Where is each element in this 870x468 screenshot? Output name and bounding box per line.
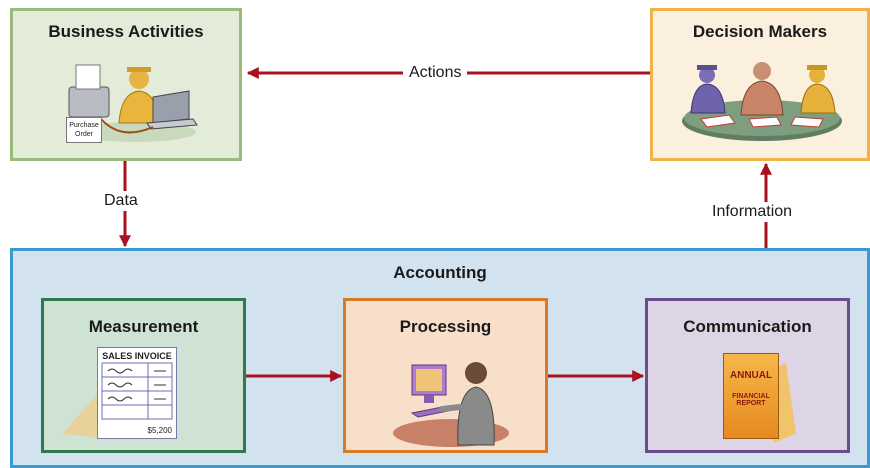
- sales-invoice-total: $5,200: [147, 426, 172, 435]
- purchase-order-line2: Order: [75, 131, 93, 138]
- measurement-box: Measurement SALES INVOICE $5,200: [41, 298, 246, 453]
- processing-title: Processing: [399, 317, 492, 336]
- communication-title: Communication: [683, 317, 812, 336]
- decision-makers-title: Decision Makers: [692, 22, 828, 41]
- data-label: Data: [98, 191, 144, 211]
- sales-invoice-header: SALES INVOICE: [102, 351, 172, 361]
- annual-report-line1: ANNUAL: [729, 370, 773, 381]
- annual-report-line3: REPORT: [736, 400, 766, 407]
- meeting-illustration: [682, 62, 842, 141]
- actions-label: Actions: [403, 63, 468, 83]
- measurement-title: Measurement: [88, 317, 199, 336]
- processing-box: Processing: [343, 298, 548, 453]
- computer-user-illustration: [393, 362, 509, 447]
- annual-report-book: ANNUAL FINANCIAL REPORT: [723, 353, 779, 439]
- invoice-lines: [101, 362, 173, 420]
- business-activities-box: Business Activities Purchase Order: [10, 8, 242, 161]
- accounting-title: Accounting: [393, 263, 487, 282]
- business-activities-title: Business Activities: [48, 22, 204, 41]
- information-label: Information: [706, 202, 799, 222]
- decision-makers-box: Decision Makers: [650, 8, 870, 161]
- communication-box: Communication ANNUAL FINANCIAL REPORT: [645, 298, 850, 453]
- annual-report-line2: FINANCIAL: [732, 393, 770, 400]
- office-worker-illustration: [68, 64, 198, 142]
- purchase-order-line1: Purchase: [69, 122, 99, 129]
- purchase-order-form: Purchase Order: [66, 117, 102, 143]
- sales-invoice: SALES INVOICE $5,200: [97, 347, 177, 439]
